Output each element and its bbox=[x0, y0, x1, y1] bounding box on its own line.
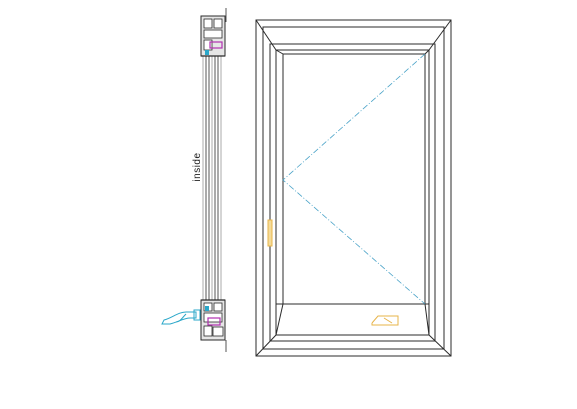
frame-inner-edge bbox=[262, 26, 445, 350]
mitre-bottom-right bbox=[428, 334, 452, 357]
mitre-top-left bbox=[255, 19, 277, 51]
sash-inner-edge bbox=[275, 49, 430, 336]
mitre-inner-tl bbox=[275, 49, 284, 55]
vertical-section bbox=[161, 8, 227, 352]
mitre-inner-br bbox=[424, 303, 430, 336]
section-bottom-profile bbox=[200, 299, 226, 341]
mitre-top-right bbox=[428, 19, 452, 51]
window-handle-icon bbox=[267, 219, 273, 247]
mitre-inner-tr bbox=[424, 49, 430, 55]
hinge-icon bbox=[371, 315, 399, 326]
glass-edge bbox=[282, 53, 426, 305]
section-top-profile bbox=[200, 15, 226, 57]
inside-label: inside bbox=[192, 152, 203, 182]
section-handle-icon bbox=[161, 309, 201, 325]
outer-frame bbox=[255, 19, 452, 357]
sash-outer bbox=[269, 43, 436, 342]
mitre-inner-bl bbox=[275, 303, 284, 336]
mitre-bottom-left bbox=[255, 334, 277, 357]
opening-direction-lines bbox=[282, 53, 426, 305]
window-elevation bbox=[255, 19, 452, 357]
